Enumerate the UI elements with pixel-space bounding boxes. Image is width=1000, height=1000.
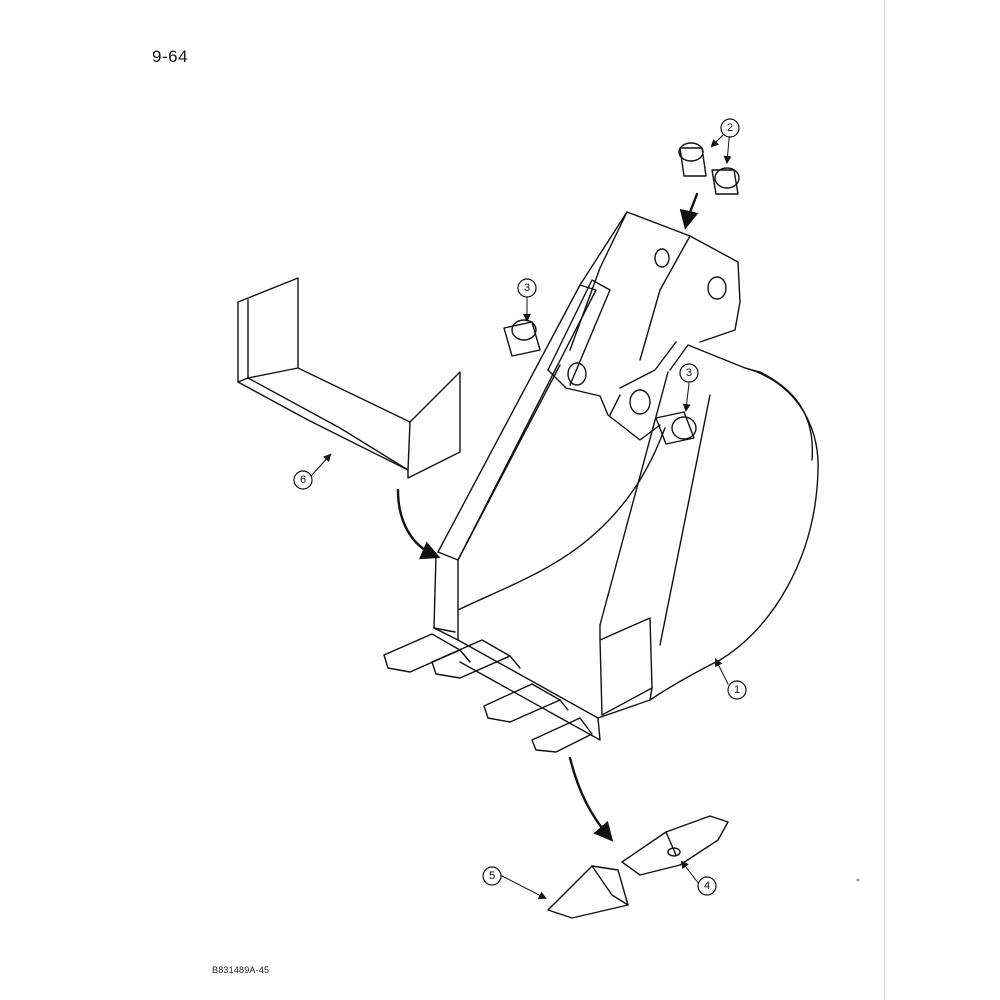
bucket-drawing bbox=[433, 211, 819, 741]
callout-label-2: 2 bbox=[727, 122, 733, 134]
drawing-code: B831489A-45 bbox=[212, 965, 270, 975]
callout-label-3a: 3 bbox=[524, 282, 530, 294]
callout-circle-2 bbox=[720, 118, 740, 138]
page-number: 9-64 bbox=[152, 47, 189, 66]
callout-label-3b: 3 bbox=[686, 367, 692, 379]
callout-circle-3a bbox=[517, 278, 537, 298]
callout-label-1: 1 bbox=[734, 684, 740, 696]
leader-lines bbox=[310, 127, 732, 899]
page-edge-line bbox=[884, 0, 885, 1000]
loose-teeth-drawing bbox=[547, 815, 729, 919]
curved-pointers bbox=[396, 192, 699, 842]
callout-markers bbox=[293, 118, 747, 896]
callout-circle-4 bbox=[697, 876, 717, 896]
mounted-teeth-drawing bbox=[383, 633, 593, 753]
callout-circle-3b bbox=[679, 363, 699, 383]
speck bbox=[856, 878, 860, 882]
callout-circle-6 bbox=[293, 470, 313, 490]
callout-label-6: 6 bbox=[300, 474, 306, 486]
callout-circle-1 bbox=[727, 680, 747, 700]
callout-label-4: 4 bbox=[704, 880, 710, 892]
side-cutter-plate-drawing bbox=[237, 277, 461, 479]
bushings-drawing bbox=[503, 142, 740, 445]
callout-label-5: 5 bbox=[489, 870, 495, 882]
callout-circle-5 bbox=[482, 866, 502, 886]
